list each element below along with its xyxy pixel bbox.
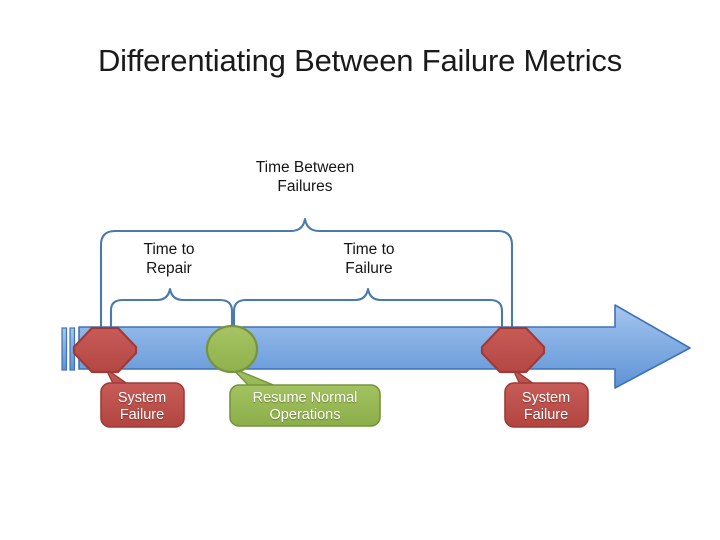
event-marker-system-failure-1[interactable]: [72, 326, 138, 374]
callout-body: [100, 382, 185, 428]
callout-body: [229, 384, 381, 427]
callout-resume-normal-operations[interactable]: [229, 367, 381, 427]
axis-break-mark-1: [61, 327, 68, 371]
octagon-icon: [480, 326, 546, 374]
brace-label-time-to-failure: Time to Failure: [343, 241, 395, 277]
octagon-icon: [72, 326, 138, 374]
brace-time-to-failure: [232, 287, 504, 328]
arrow-shape: [78, 304, 691, 389]
time-axis-arrow: [61, 304, 691, 389]
brace-time-to-repair: [109, 287, 234, 328]
brace-time-between-failures: [99, 217, 514, 328]
brace-label-time-between-failures: Time Between Failures: [255, 159, 355, 195]
event-marker-system-failure-2[interactable]: [480, 326, 546, 374]
callout-system-failure-right[interactable]: [504, 368, 589, 428]
page-title: Differentiating Between Failure Metrics: [97, 43, 623, 78]
brace-label-time-to-repair: Time to Repair: [143, 241, 195, 277]
event-marker-resume-normal-operations[interactable]: [205, 324, 259, 374]
circle-icon: [205, 324, 259, 374]
callout-body: [504, 382, 589, 428]
callout-system-failure-left[interactable]: [100, 368, 185, 428]
